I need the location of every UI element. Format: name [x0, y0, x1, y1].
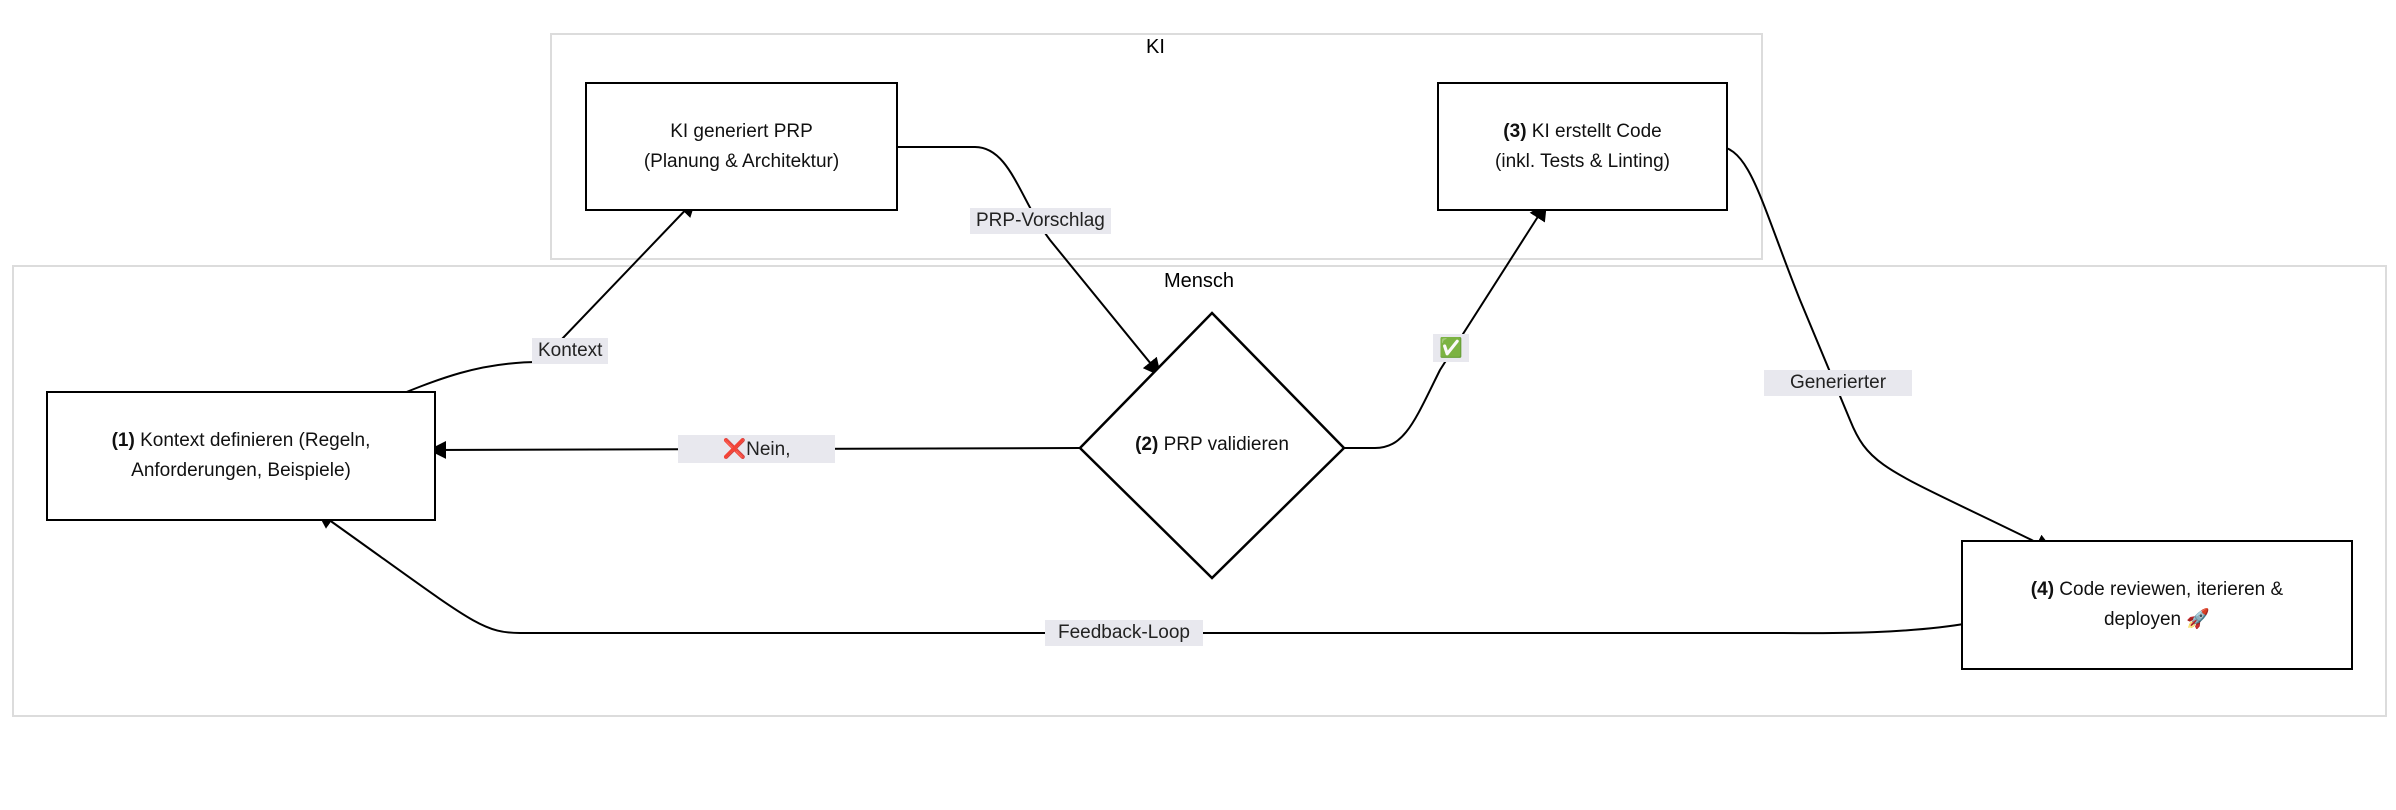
- edge-label-prp-vorschlag: PRP-Vorschlag: [970, 208, 1111, 234]
- edge-label-ja: ✅: [1433, 334, 1469, 362]
- group-ki-title: KI: [1146, 36, 1165, 58]
- group-mensch-title: Mensch: [1164, 270, 1235, 292]
- node-validieren-step: (2): [1135, 434, 1159, 455]
- node-code-review: (4) Code reviewen, iterieren & deployen …: [1961, 540, 2353, 670]
- node-kontext-line1: Kontext definieren (Regeln,: [134, 430, 371, 451]
- node-ki-code-step: (3): [1503, 120, 1527, 142]
- edge-label-generierter: Generierter: [1764, 370, 1912, 396]
- node-kontext-definieren: (1) Kontext definieren (Regeln, Anforder…: [46, 391, 436, 521]
- edge-review-to-kontext: [316, 510, 1971, 635]
- node-review-line1: Code reviewen, iterieren &: [2054, 579, 2284, 600]
- node-ki-erstellt-code: (3) KI erstellt Code (inkl. Tests & Lint…: [1437, 82, 1728, 211]
- node-ki-code-line1: KI erstellt Code: [1526, 120, 1662, 142]
- node-ki-code-line1-wrap: (3) KI erstellt Code: [1503, 117, 1661, 147]
- node-ki-prp-line1: KI generiert PRP: [670, 120, 813, 142]
- node-kontext-step: (1): [111, 430, 135, 451]
- node-prp-validieren: (2) PRP validieren: [1080, 434, 1344, 456]
- group-ki: [550, 33, 1763, 260]
- edge-prp-to-validieren: [885, 146, 1162, 377]
- node-kontext-line1-wrap: (1) Kontext definieren (Regeln,: [112, 426, 371, 456]
- edge-label-nein: ❌Nein,: [678, 435, 835, 463]
- node-review-line1-wrap: (4) Code reviewen, iterieren &: [2031, 575, 2283, 605]
- node-review-step: (4): [2030, 579, 2055, 600]
- edge-label-feedback-loop: Feedback-Loop: [1045, 620, 1203, 646]
- node-ki-code-line2: (inkl. Tests & Linting): [1495, 150, 1670, 172]
- node-ki-generiert-prp: KI generiert PRP (Planung & Architektur): [585, 82, 898, 211]
- edge-validieren-to-code: [1344, 202, 1547, 449]
- group-mensch: [12, 265, 2387, 717]
- decision-diamond: [1078, 311, 1346, 580]
- node-validieren-text: PRP validieren: [1158, 434, 1289, 455]
- node-kontext-line2: Anforderungen, Beispiele): [131, 460, 351, 481]
- edge-code-to-review: [1715, 145, 2054, 551]
- node-ki-prp-line2: (Planung & Architektur): [643, 150, 840, 172]
- node-review-line2: deployen 🚀: [2103, 609, 2211, 630]
- edge-label-kontext: Kontext: [532, 338, 609, 364]
- edge-kontext-to-prp: [381, 198, 697, 403]
